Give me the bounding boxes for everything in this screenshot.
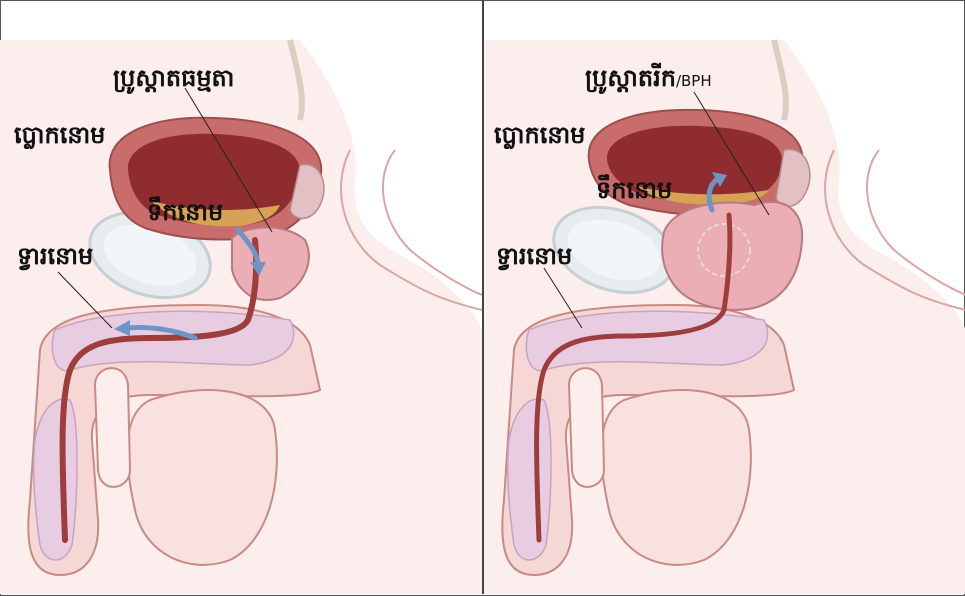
label-normal-prostate: ប្រូស្តាតធម្មតា xyxy=(113,66,234,90)
enlarged-prostate-gland xyxy=(662,202,802,310)
label-urine: ទឹកនោម xyxy=(596,178,672,202)
glans-tissue xyxy=(508,399,551,560)
normal-prostate-panel: ប្រូស្តាតធម្មតា ប្លោកនោម ទឹកនោម ទ្វារនោម xyxy=(0,0,482,594)
label-bladder: ប្លោកនោម xyxy=(494,123,585,147)
label-urine: ទឹកនោម xyxy=(147,200,223,224)
label-urethra: ទ្វារនោម xyxy=(17,244,93,268)
corpus-tissue xyxy=(526,311,767,370)
testis-loop xyxy=(569,368,604,487)
bph-panel: ប្រូស្តាតរីក/BPH ប្លោកនោម ទឹកនោម ទ្វារនោ… xyxy=(484,0,965,594)
scrotum xyxy=(601,390,751,565)
label-bladder: ប្លោកនោម xyxy=(14,123,105,147)
corpus-tissue xyxy=(52,311,293,370)
scrotum xyxy=(127,390,277,565)
testis-loop xyxy=(95,368,130,487)
label-bph-prostate-main: ប្រូស្តាតរីក xyxy=(585,64,676,92)
label-bph-suffix: /BPH xyxy=(676,72,712,90)
label-bph-prostate: ប្រូស្តាតរីក/BPH xyxy=(585,66,712,90)
normal-anatomy-illustration xyxy=(0,0,482,594)
glans-tissue xyxy=(34,399,77,560)
label-urethra: ទ្វារនោម xyxy=(496,244,572,268)
bph-anatomy-illustration xyxy=(484,0,965,594)
